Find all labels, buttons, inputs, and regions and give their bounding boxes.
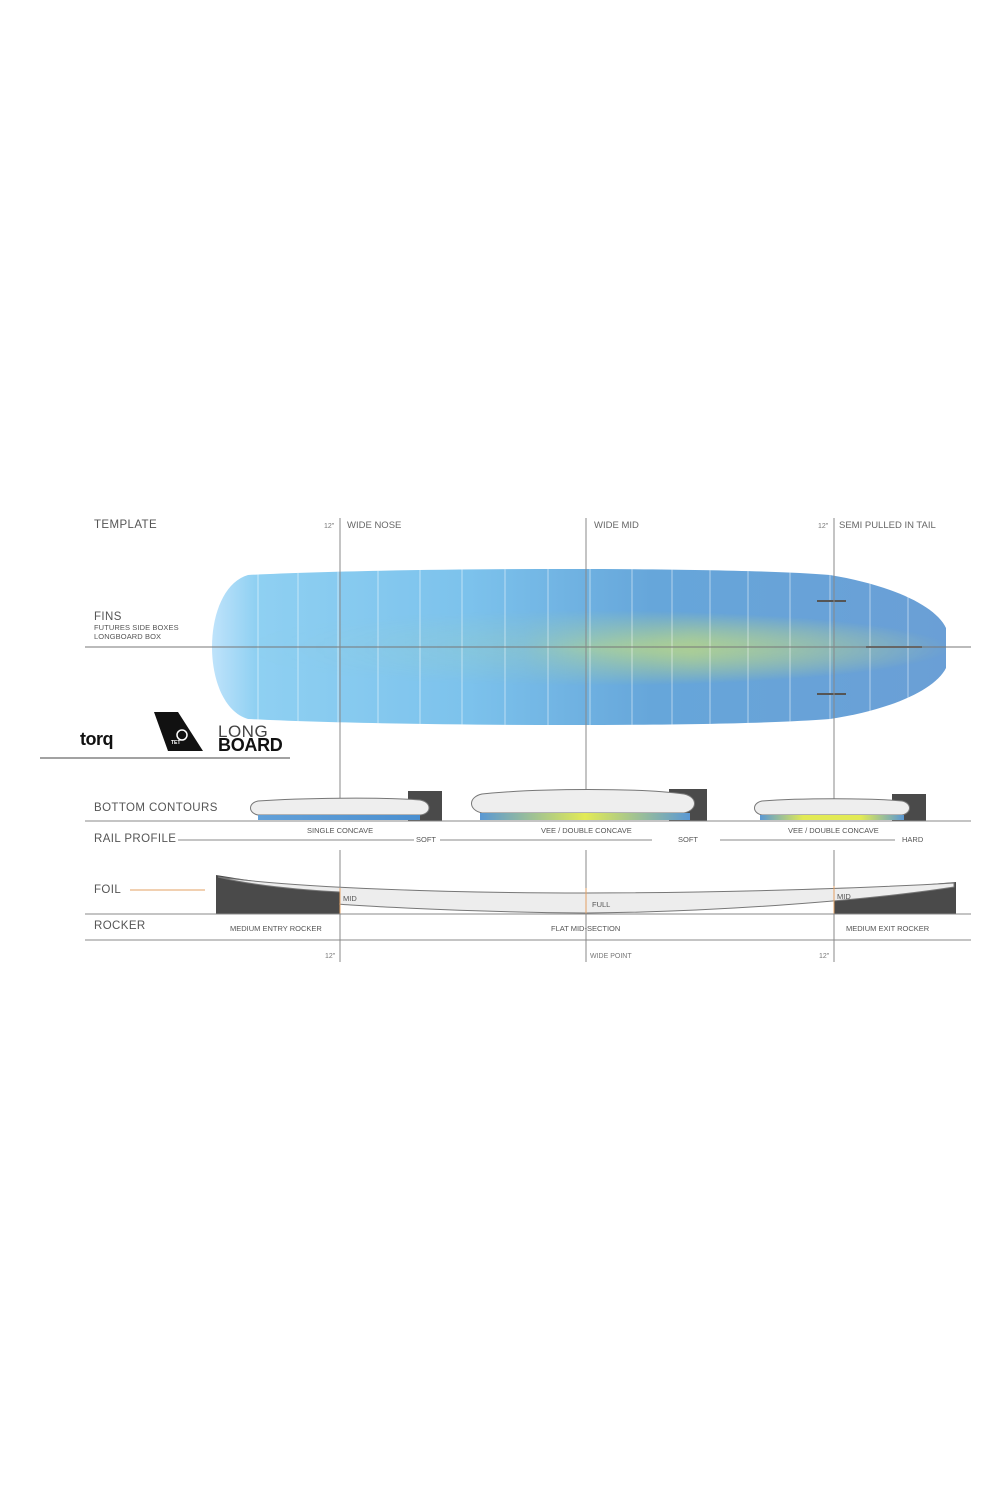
template-nose-label: WIDE NOSE <box>347 520 402 531</box>
rail-tail-label: HARD <box>902 835 924 844</box>
foil-nose-block <box>216 875 340 914</box>
foil-mid-label: FULL <box>592 900 611 909</box>
section-foil-label: FOIL <box>94 884 122 896</box>
contour-mid-label: VEE / DOUBLE CONCAVE <box>541 826 632 835</box>
torq-logo: torq <box>80 729 114 749</box>
section-template-label: TEMPLATE <box>94 519 158 531</box>
rocker-exit-label: MEDIUM EXIT ROCKER <box>846 924 930 933</box>
rocker-entry-label: MEDIUM ENTRY ROCKER <box>230 924 322 933</box>
rail-nose-label: SOFT <box>416 835 436 844</box>
bottom-nose-distance: 12" <box>325 953 336 960</box>
torq-logo-text: torq <box>80 729 114 749</box>
section-rail-profile-label: RAIL PROFILE <box>94 833 177 845</box>
section-bottom-contours-label: BOTTOM CONTOURS <box>94 802 218 814</box>
foil-nose-label: MID <box>343 894 357 903</box>
contour-mid-color <box>480 813 690 820</box>
board-wordmark: BOARD <box>218 735 283 755</box>
contour-mid-profile <box>471 789 695 814</box>
template-tail-distance: 12" <box>818 523 829 530</box>
rocker-mid-label: FLAT MID-SECTION <box>551 924 621 933</box>
contour-nose-color <box>258 815 420 820</box>
contour-tail-profile <box>754 798 910 816</box>
bottom-contours <box>250 789 926 821</box>
template-nose-distance: 12" <box>324 523 335 530</box>
tet-logo-text: TET <box>171 740 181 746</box>
template-tail-label: SEMI PULLED IN TAIL <box>839 520 936 531</box>
rail-mid-label: SOFT <box>678 835 698 844</box>
tet-logo <box>154 712 203 751</box>
fins-detail-side-boxes: FUTURES SIDE BOXES <box>94 623 179 632</box>
section-rocker-label: ROCKER <box>94 920 146 932</box>
tet-logo-swirl <box>176 729 188 741</box>
bottom-tail-distance: 12" <box>819 953 830 960</box>
stringer-glow <box>215 610 946 686</box>
foil-diagram <box>216 875 956 914</box>
contour-nose-label: SINGLE CONCAVE <box>307 826 374 835</box>
template-mid-label: WIDE MID <box>594 520 639 531</box>
fins-detail-longboard-box: LONGBOARD BOX <box>94 632 162 641</box>
contour-tail-color <box>760 815 904 820</box>
contour-nose-profile <box>250 797 430 816</box>
foil-tail-label: MID <box>837 892 851 901</box>
bottom-wide-point-label: WIDE POINT <box>590 953 632 960</box>
long-wordmark: LONG <box>218 722 269 741</box>
section-fins-label: FINS <box>94 611 122 623</box>
contour-tail-label: VEE / DOUBLE CONCAVE <box>788 826 879 835</box>
